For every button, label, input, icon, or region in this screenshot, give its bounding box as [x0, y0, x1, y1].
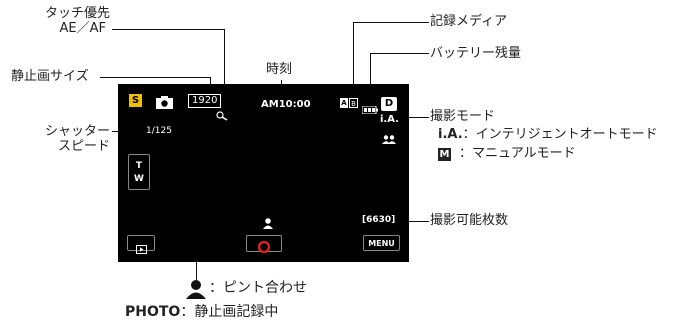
- callout-remaining-shots: 撮影可能枚数: [430, 213, 509, 228]
- mode-ia-label: i.A.: [438, 127, 463, 142]
- image-size: 1920: [188, 94, 222, 108]
- photo-label: PHOTO: [125, 304, 181, 320]
- leader-recording-media: [353, 22, 429, 23]
- playback-icon: [136, 239, 147, 254]
- zoom-tele[interactable]: T: [135, 161, 143, 171]
- media-a: A: [340, 98, 348, 108]
- time-display: AM10:00: [261, 99, 311, 110]
- focus-legend-desc: ：ピント合わせ: [209, 280, 307, 296]
- leader-battery-v: [370, 53, 371, 96]
- focus-legend-icon: [186, 279, 206, 299]
- leader-touch-priority-v: [224, 29, 225, 104]
- camera-icon: [156, 94, 173, 109]
- s-badge: S: [129, 94, 142, 107]
- callout-shutter-line2: スピード: [57, 139, 110, 154]
- mode-manual-desc: ：マニュアルモード: [459, 146, 576, 161]
- photo-legend: PHOTO：静止画記録中: [125, 305, 278, 320]
- callout-shooting-mode: 撮影モード: [430, 109, 496, 124]
- mode-indicator: i.A.: [380, 114, 399, 125]
- playback-button[interactable]: [127, 235, 155, 254]
- callout-shutter-speed: シャッター スピード: [36, 124, 110, 154]
- callout-touch-priority: タッチ優先 AE／AF: [40, 6, 110, 36]
- photo-desc: ：静止画記録中: [180, 304, 279, 320]
- record-icon: [257, 238, 271, 254]
- battery-icon: [361, 99, 378, 115]
- zoom-wide[interactable]: W: [134, 174, 144, 184]
- manual-mode-icon: M: [438, 148, 451, 161]
- zoom-control[interactable]: T W: [128, 154, 150, 190]
- leader-touch-priority: [112, 29, 224, 30]
- mode-legend-ia: i.A.：インテリジェントオートモード: [438, 127, 658, 142]
- leader-still-image-size: [100, 77, 210, 78]
- callout-touch-priority-line2: AE／AF: [59, 21, 106, 36]
- face-detect-icon: [382, 129, 396, 144]
- callout-time: 時刻: [266, 62, 293, 77]
- touch-ae-af-icon: [216, 106, 228, 121]
- callout-touch-priority-line1: タッチ優先: [44, 6, 110, 21]
- mode-legend-manual: M ：マニュアルモード: [438, 146, 576, 161]
- callout-recording-media: 記録メディア: [430, 14, 508, 29]
- leader-recording-media-v: [353, 22, 354, 96]
- camera-screen: S 1920 AM10:00 A B D i.A. 1/125 T W [663…: [118, 84, 409, 262]
- leader-remaining-shots: [408, 221, 429, 222]
- callout-still-image-size: 静止画サイズ: [11, 69, 89, 84]
- mode-ia-desc: ：インテリジェントオートモード: [462, 127, 658, 142]
- menu-button[interactable]: MENU: [363, 235, 400, 251]
- leader-battery: [370, 53, 429, 54]
- remaining-shots: [6630]: [362, 215, 396, 225]
- record-button[interactable]: [246, 235, 282, 254]
- callout-battery-remaining: バッテリー残量: [430, 46, 522, 61]
- callout-shutter-line1: シャッター: [44, 124, 110, 139]
- shutter-speed: 1/125: [146, 126, 172, 136]
- media-b: B: [349, 98, 358, 108]
- leader-shooting-mode: [396, 117, 429, 118]
- quality-badge: D: [381, 97, 397, 111]
- person-icon: [263, 214, 273, 229]
